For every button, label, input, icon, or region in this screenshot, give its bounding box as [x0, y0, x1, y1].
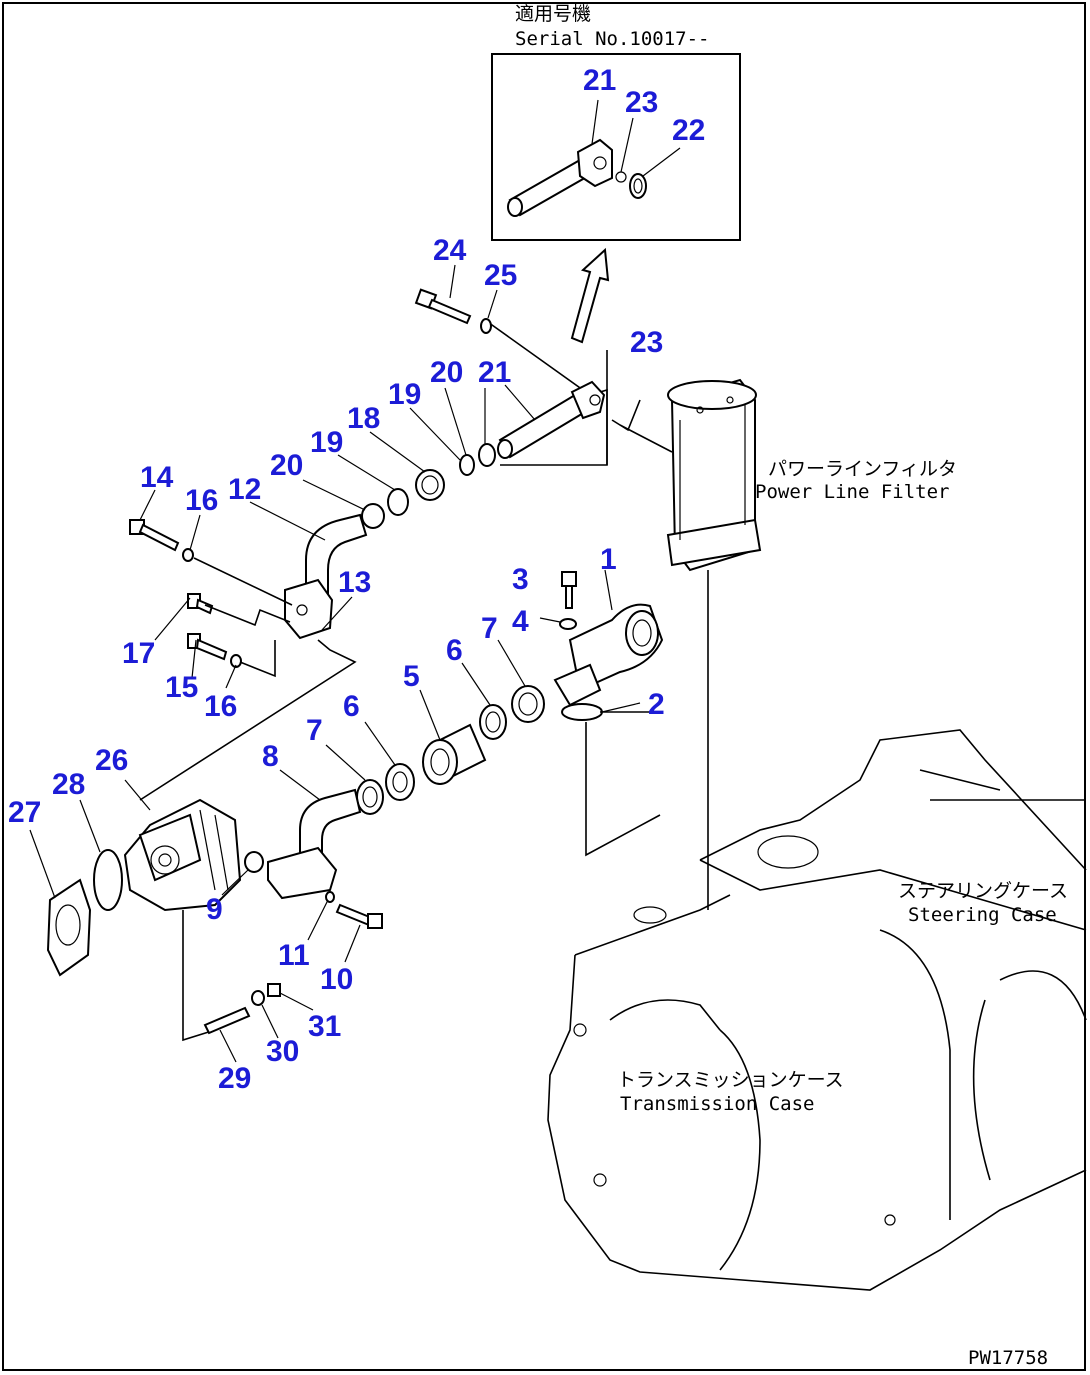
oring-9: [244, 851, 264, 873]
callout-10: 10: [320, 963, 353, 996]
callout-19-upper: 19: [388, 378, 421, 411]
washer-25: [480, 318, 492, 334]
oring-28: [93, 849, 123, 911]
callout-21: 21: [478, 356, 511, 389]
stud-29: [203, 1006, 251, 1035]
callout-leaders: [29, 264, 641, 1063]
bolt-14: [129, 519, 180, 552]
callout-2: 2: [648, 688, 665, 721]
callout-1: 1: [600, 543, 617, 576]
callout-14: 14: [140, 461, 174, 494]
callout-numbers: 21 23 22 24 25 23 20 21 19 18 19 20 14 1…: [8, 64, 705, 1095]
leader-to-pump: [139, 639, 357, 801]
callout-27: 27: [8, 796, 41, 829]
bolt-10: [335, 903, 383, 929]
transmission-case: [547, 729, 1087, 1291]
callout-7-upper: 7: [481, 612, 498, 645]
callout-29: 29: [218, 1062, 251, 1095]
inset-box: [491, 53, 741, 241]
nut-31: [267, 983, 281, 997]
leader-to-case: [585, 722, 661, 857]
callout-4: 4: [512, 605, 529, 638]
serial-title: 適用号機: [515, 3, 591, 25]
callout-25: 25: [484, 259, 517, 292]
gasket-27: [46, 878, 92, 977]
filter-label-en: Power Line Filter: [755, 481, 949, 503]
washer-30: [251, 990, 265, 1006]
hose-stack: [356, 685, 545, 815]
callout-9: 9: [206, 893, 223, 926]
callout-5: 5: [403, 660, 420, 693]
callout-28: 28: [52, 768, 85, 801]
callout-11: 11: [278, 939, 310, 972]
steering-label-en: Steering Case: [908, 904, 1057, 926]
callout-7-lower: 7: [306, 714, 323, 747]
oring-23-leader: [611, 399, 673, 453]
callout-15: 15: [165, 671, 198, 704]
callout-23: 23: [630, 326, 663, 359]
callout-20-lower: 20: [270, 449, 303, 482]
pump-26: [123, 798, 242, 912]
callout-6-lower: 6: [343, 690, 360, 723]
callout-13: 13: [338, 566, 371, 599]
bolt-24: [414, 288, 472, 325]
filter-label-jp: パワーラインフィルタ: [768, 458, 957, 480]
washer-4: [559, 618, 577, 630]
drawing-number: PW17758: [968, 1347, 1048, 1369]
transmission-label-jp: トランスミッションケース: [617, 1069, 844, 1091]
oring-2: [561, 703, 603, 721]
callout-16-lower: 16: [204, 690, 237, 723]
inset-pipe-21: [507, 138, 613, 217]
callout-31: 31: [308, 1010, 341, 1043]
transmission-label-en: Transmission Case: [620, 1093, 814, 1115]
pipe-21: [497, 380, 606, 459]
elbow-1: [553, 603, 664, 707]
steering-label-jp: ステアリングケース: [898, 880, 1068, 902]
callout-24: 24: [433, 234, 467, 267]
washer-11: [325, 891, 335, 903]
callout-inset-22: 22: [672, 114, 705, 147]
callout-18: 18: [347, 402, 380, 435]
serial-inset: 適用号機 Serial No.10017--: [491, 3, 741, 241]
callout-inset-21: 21: [583, 64, 616, 97]
callout-8: 8: [262, 740, 279, 773]
callout-6-upper: 6: [446, 634, 463, 667]
bolt-3: [561, 571, 577, 609]
callout-19-lower: 19: [310, 426, 343, 459]
callout-12: 12: [228, 473, 261, 506]
callout-20-upper: 20: [430, 356, 463, 389]
washer-16b: [230, 654, 242, 668]
callout-26: 26: [95, 744, 128, 777]
inset-oring-23: [615, 171, 627, 183]
callout-3: 3: [512, 563, 529, 596]
power-line-filter: [666, 378, 762, 910]
callout-inset-23: 23: [625, 86, 658, 119]
serial-number: Serial No.10017--: [515, 28, 709, 50]
elbow-pipe-8: [267, 788, 362, 900]
reference-arrow: [570, 247, 610, 344]
inset-plug-22: [629, 173, 647, 199]
callout-16-upper: 16: [185, 484, 218, 517]
callout-17: 17: [122, 637, 155, 670]
seal-stack-upper: [361, 443, 496, 529]
washer-16a: [182, 548, 194, 562]
bolt-15-17: [187, 593, 228, 661]
callout-30: 30: [266, 1035, 299, 1068]
